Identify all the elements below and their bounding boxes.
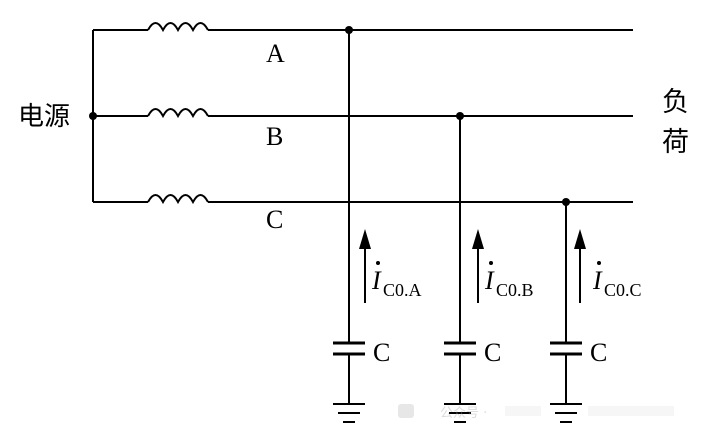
current-arrow-icon	[359, 229, 371, 303]
current-arrow-icon	[472, 229, 484, 303]
current-arrow-icon	[574, 229, 586, 303]
phase-label-b: B	[266, 122, 283, 151]
dot-accent	[597, 261, 601, 265]
load-label-top: 负	[662, 87, 689, 118]
load-label-bottom: 荷	[662, 127, 689, 158]
current-subscript: C0.C	[604, 280, 642, 300]
watermark-text: 公众号 ·	[440, 406, 487, 421]
branch-b: I C0.B C	[444, 112, 534, 423]
phase-line-b	[93, 108, 633, 119]
watermark-logo-icon	[398, 404, 414, 418]
phase-label-c: C	[266, 205, 283, 234]
phase-line-c	[93, 194, 633, 205]
branch-a: I C0.A C	[333, 26, 422, 423]
source-label: 电源	[18, 102, 70, 132]
capacitor-label: C	[590, 338, 607, 367]
current-symbol: I	[371, 266, 382, 295]
phase-line-a	[93, 22, 633, 33]
current-subscript: C0.B	[496, 280, 534, 300]
dot-accent	[376, 261, 380, 265]
ground-icon	[333, 403, 365, 423]
branch-c: I C0.C C	[550, 198, 642, 423]
phase-label-a: A	[266, 39, 285, 68]
watermark: 公众号 ·	[398, 404, 674, 421]
ground-icon	[550, 403, 582, 423]
current-symbol: I	[592, 266, 603, 295]
ground-icon	[444, 403, 476, 423]
current-subscript: C0.A	[383, 280, 422, 300]
capacitor-label: C	[373, 338, 390, 367]
dot-accent	[489, 261, 493, 265]
capacitor-label: C	[484, 338, 501, 367]
current-symbol: I	[484, 266, 495, 295]
